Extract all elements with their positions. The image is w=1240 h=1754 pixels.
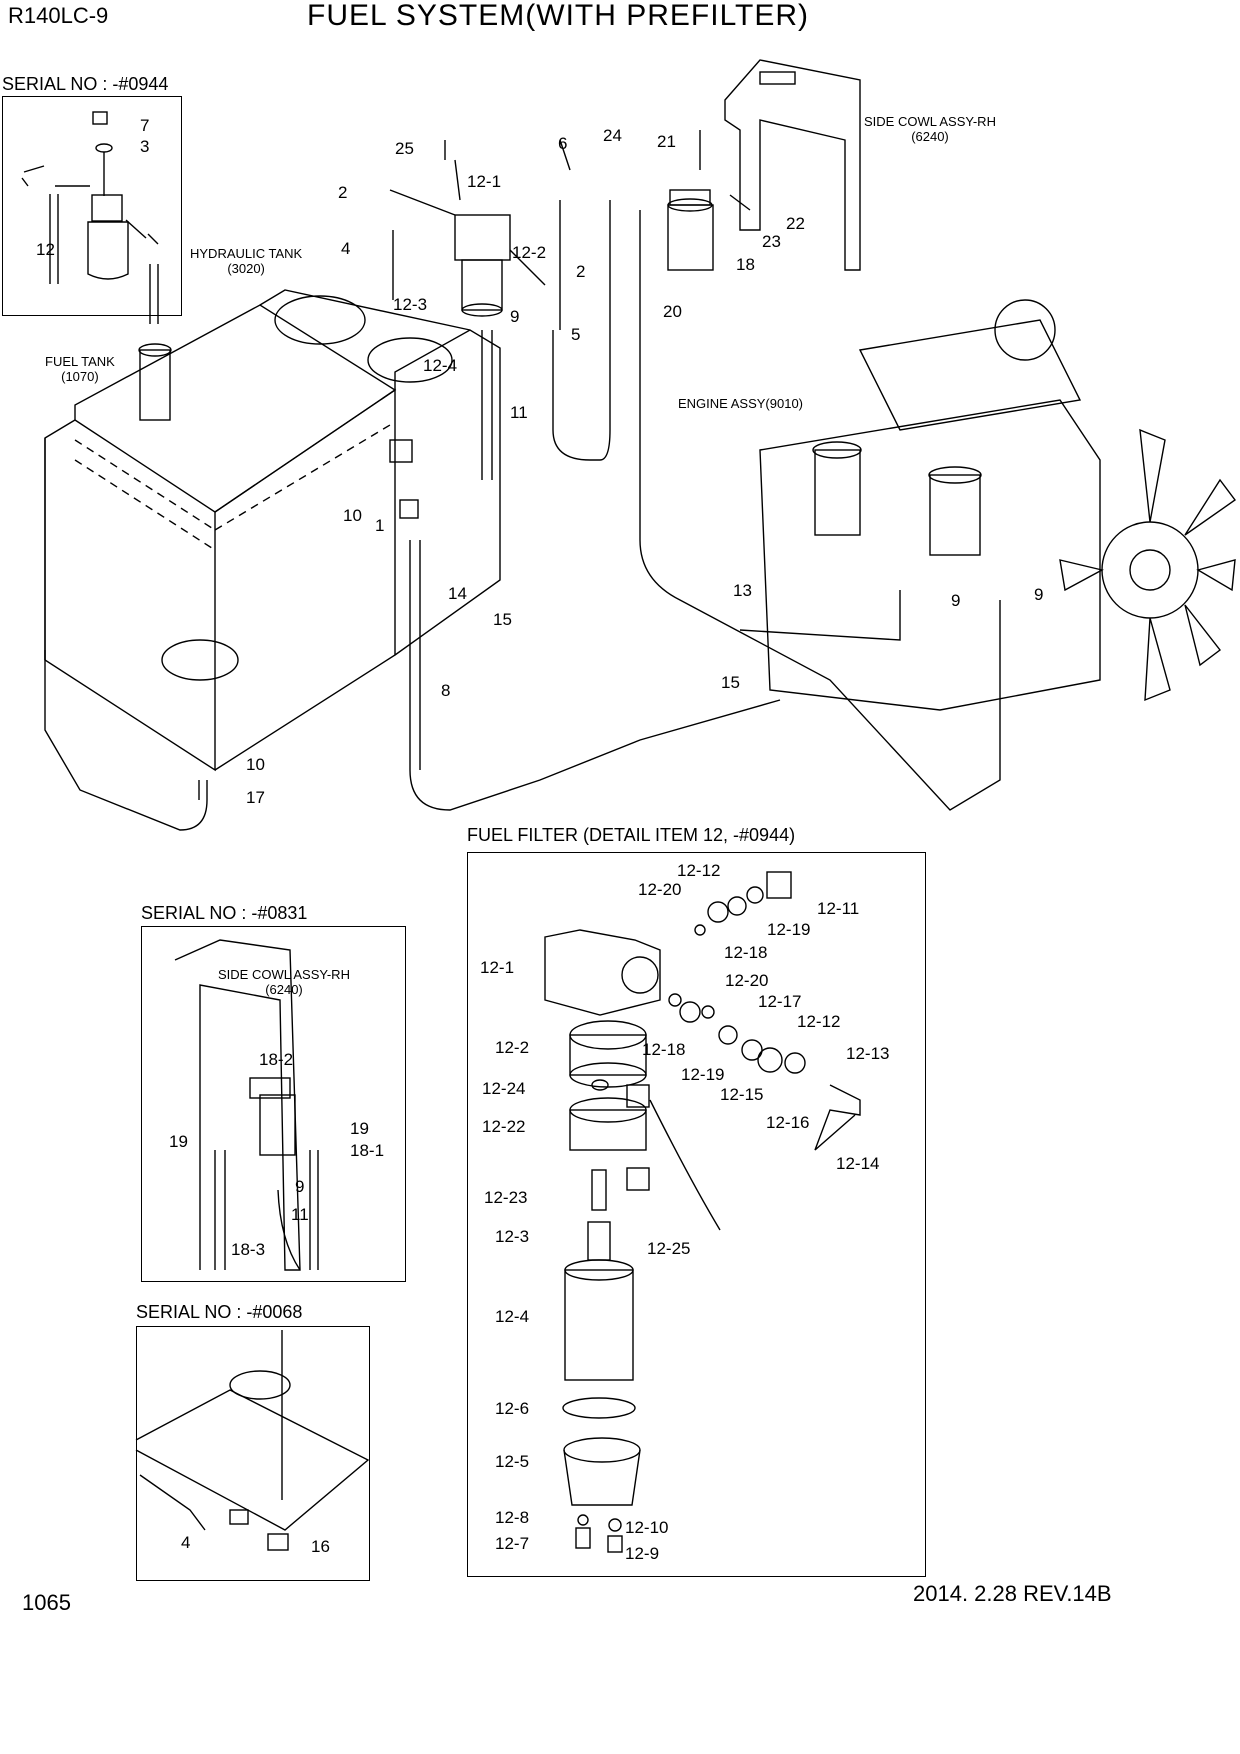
label-10-lower: 10 [246, 755, 265, 774]
label-9-main: 9 [510, 307, 520, 326]
label-12-10: 12-10 [625, 1518, 669, 1537]
label-19-right: 19 [350, 1119, 369, 1138]
label-21: 21 [657, 132, 676, 151]
label-12-11: 12-11 [817, 899, 860, 918]
prefilter-main-illustration [389, 139, 571, 317]
label-12-20-mid: 12-20 [725, 971, 769, 990]
label-12-19-top: 12-19 [767, 920, 811, 939]
label-12-7: 12-7 [495, 1534, 530, 1553]
label-12-22: 12-22 [482, 1117, 526, 1136]
label-24: 24 [603, 126, 622, 145]
side-cowl-illustration [724, 59, 861, 271]
filter-18-illustration [667, 130, 751, 271]
label-23: 23 [762, 232, 781, 251]
label-12-1-detail: 12-1 [480, 958, 515, 977]
label-12-19-mid: 12-19 [681, 1065, 725, 1084]
label-12-1: 12-1 [467, 172, 502, 191]
label-15-right: 15 [721, 673, 740, 692]
label-17: 17 [246, 788, 265, 807]
label-12-24: 12-24 [482, 1079, 526, 1098]
label-12-13: 12-13 [846, 1044, 890, 1063]
engine-illustration [759, 299, 1236, 711]
label-12-18-top: 12-18 [724, 943, 768, 962]
inset-serial-0831 [141, 926, 406, 1282]
label-20: 20 [663, 302, 682, 321]
label-2-left: 2 [338, 183, 348, 202]
prefilter-0944-illustration [21, 111, 159, 324]
ref-side-cowl-0831: SIDE COWL ASSY-RH (6240) [218, 967, 350, 997]
label-12-8: 12-8 [495, 1508, 530, 1527]
ref-side-cowl: SIDE COWL ASSY-RH (6240) [864, 114, 996, 144]
label-7: 7 [140, 116, 150, 135]
label-12-2-detail: 12-2 [495, 1038, 530, 1057]
label-16: 16 [311, 1537, 330, 1556]
label-9-engine-left: 9 [951, 591, 961, 610]
fuel-filter-detail-title: FUEL FILTER (DETAIL ITEM 12, -#0944) [467, 825, 796, 845]
label-12-6: 12-6 [495, 1399, 530, 1418]
label-12-15: 12-15 [720, 1085, 764, 1104]
label-8: 8 [441, 681, 451, 700]
inset-serial-0068 [136, 1326, 370, 1581]
label-12-2: 12-2 [512, 243, 547, 262]
label-19-left: 19 [169, 1132, 188, 1151]
tank-0068-illustration [135, 1330, 370, 1551]
label-18-2: 18-2 [259, 1050, 294, 1069]
label-12: 12 [36, 240, 55, 259]
label-15-left: 15 [493, 610, 512, 629]
label-18-3: 18-3 [231, 1240, 266, 1259]
label-13: 13 [733, 581, 752, 600]
label-18: 18 [736, 255, 755, 274]
label-4: 4 [341, 239, 351, 258]
ref-fuel-tank: FUEL TANK (1070) [45, 354, 115, 384]
label-2-right: 2 [576, 262, 586, 281]
inset-serial-0944-title: SERIAL NO : -#0944 [2, 74, 169, 94]
model-name: R140LC-9 [8, 3, 109, 28]
label-9-engine-right: 9 [1034, 585, 1044, 604]
label-3: 3 [140, 137, 150, 156]
prefilter-0831-illustration [174, 939, 319, 1271]
label-1: 1 [375, 516, 385, 535]
label-12-20-top: 12-20 [638, 880, 682, 899]
label-10-upper: 10 [343, 506, 362, 525]
label-12-12-top: 12-12 [677, 861, 721, 880]
label-4-0068: 4 [181, 1533, 191, 1552]
label-12-3: 12-3 [393, 295, 428, 314]
label-22: 22 [786, 214, 805, 233]
label-6: 6 [558, 134, 568, 153]
label-12-3-detail: 12-3 [495, 1227, 530, 1246]
ref-hydraulic-tank: HYDRAULIC TANK (3020) [190, 246, 303, 276]
label-12-25: 12-25 [647, 1239, 691, 1258]
fuel-tank-illustration [44, 289, 501, 772]
label-5: 5 [571, 325, 581, 344]
label-11-0831: 11 [291, 1205, 309, 1224]
label-14: 14 [448, 584, 467, 603]
label-12-23: 12-23 [484, 1188, 528, 1207]
fuel-filter-detail-box [467, 852, 926, 1577]
page-number: 1065 [22, 1590, 71, 1615]
inset-serial-0944 [2, 96, 182, 316]
label-12-4: 12-4 [423, 356, 458, 375]
label-12-9: 12-9 [625, 1544, 660, 1563]
label-9-0831: 9 [295, 1177, 305, 1196]
label-18-1: 18-1 [350, 1141, 385, 1160]
label-12-12-mid: 12-12 [797, 1012, 841, 1031]
label-11: 11 [510, 403, 528, 422]
page-title: FUEL SYSTEM(WITH PREFILTER) [307, 0, 810, 32]
ref-engine-assy: ENGINE ASSY(9010) [678, 396, 803, 411]
inset-serial-0831-title: SERIAL NO : -#0831 [141, 903, 308, 923]
inset-serial-0068-title: SERIAL NO : -#0068 [136, 1302, 303, 1322]
label-12-4-detail: 12-4 [495, 1307, 530, 1326]
label-12-18-mid: 12-18 [642, 1040, 686, 1059]
label-12-14: 12-14 [836, 1154, 880, 1173]
revision-date: 2014. 2.28 REV.14B [913, 1581, 1112, 1606]
label-12-5: 12-5 [495, 1452, 530, 1471]
label-25: 25 [395, 139, 414, 158]
label-12-16: 12-16 [766, 1113, 810, 1132]
label-12-17: 12-17 [758, 992, 802, 1011]
fuel-filter-exploded-illustration [544, 871, 861, 1553]
fuel-lines [44, 200, 1001, 831]
